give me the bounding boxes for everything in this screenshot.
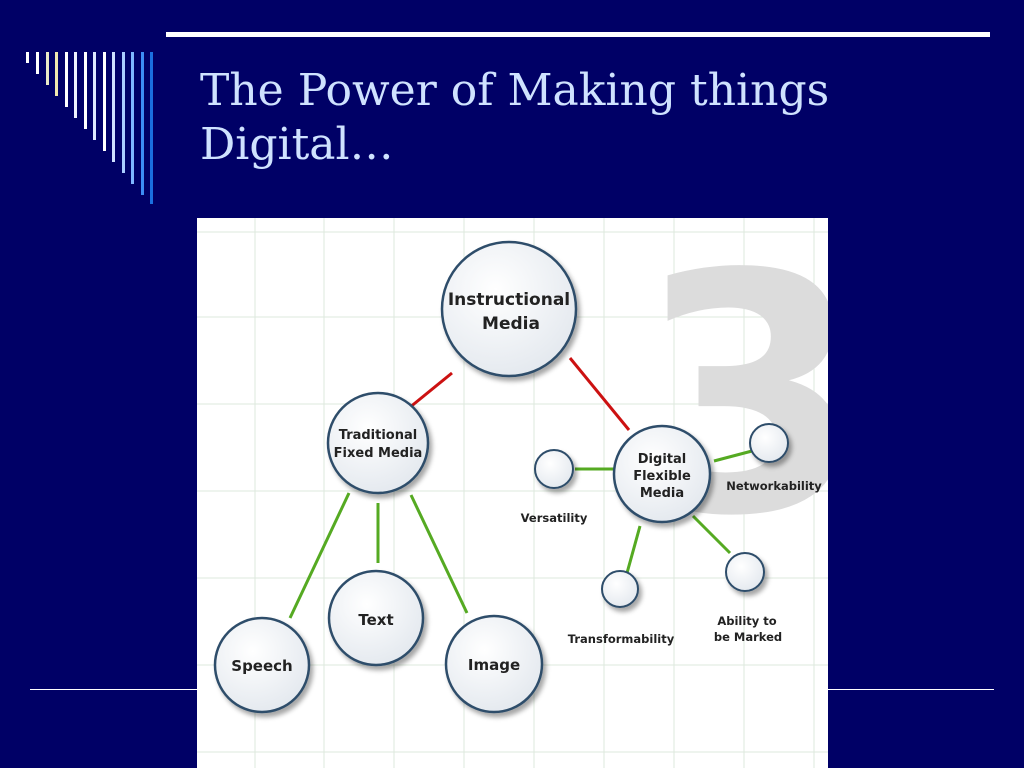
node-networkability [749,423,789,463]
node-text: Text [327,569,425,667]
link-root-traditional [408,371,453,410]
speech-label: Speech [231,657,292,675]
bottom-rule-right [828,689,994,690]
image-label: Image [468,656,520,674]
node-image: Image [444,614,544,714]
link-traditional-speech [288,492,351,619]
root-label-line-2: Media [482,314,540,334]
ability-label-line-2: be Marked [714,630,782,644]
traditional-label-line-2: Fixed Media [334,446,423,461]
link-root-digital [568,357,631,431]
bottom-rule-left [30,689,197,690]
concept-diagram-figure: 3 Instructional Media Traditional Fixed … [197,218,828,768]
traditional-label-line-1: Traditional [339,428,417,443]
node-transformability [601,570,639,608]
text-label: Text [358,611,393,629]
title-line-1: The Power of Making things [200,65,830,116]
link-digital-networkability [713,449,753,463]
grid [197,218,828,768]
digital-label-line-3: Media [640,486,684,501]
node-instructional-media: Instructional Media [440,240,578,378]
link-digital-transformability [625,525,642,574]
transformability-label: Transformability [568,632,675,646]
title-line-2: Digital… [200,119,394,170]
connectors [288,357,753,619]
top-rule [166,32,990,37]
node-digital-flexible-media: Digital Flexible Media [612,424,712,524]
digital-label-line-1: Digital [638,452,686,467]
slide-title: The Power of Making things Digital… [200,64,920,172]
node-ability-to-be-marked [725,552,765,592]
decorative-bars [26,52,153,204]
watermark-numeral: 3 [635,218,828,588]
root-label-line-1: Instructional [448,290,570,310]
node-speech: Speech [213,616,311,714]
node-versatility [534,449,574,489]
digital-label-line-2: Flexible [633,469,691,484]
ability-label-line-1: Ability to [717,614,776,628]
networkability-label: Networkability [726,479,822,493]
versatility-label: Versatility [521,511,588,525]
concept-diagram: 3 Instructional Media Traditional Fixed … [197,218,828,768]
link-traditional-image [409,494,469,614]
link-digital-ability [691,514,732,555]
node-traditional-fixed-media: Traditional Fixed Media [326,391,430,495]
